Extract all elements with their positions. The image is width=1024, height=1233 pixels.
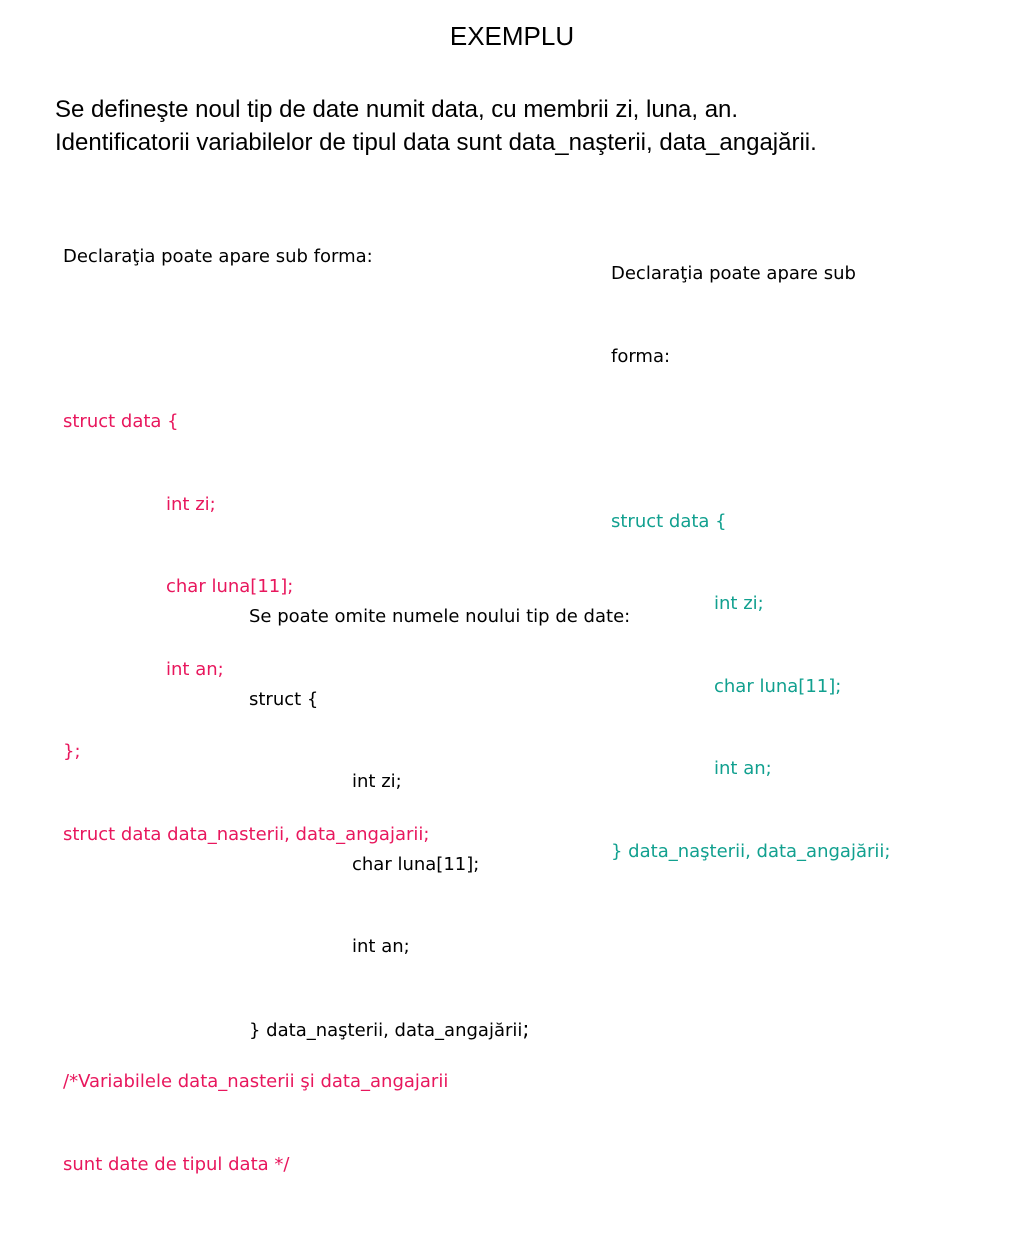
slide: EXEMPLU Se defineşte noul tip de date nu… [55, 21, 1015, 1175]
right-code-line: int zi; [611, 590, 890, 618]
right-code-line: char luna[11]; [611, 673, 890, 701]
bottom-code-line: } data_naşterii, data_angajării; [249, 1016, 630, 1044]
intro-line-2: Identificatorii variabilelor de tipul da… [55, 129, 817, 156]
intro-paragraph: Se defineşte noul tip de date numit data… [55, 93, 1015, 159]
bottom-code-line: int an; [249, 933, 630, 961]
intro-line-1: Se defineşte noul tip de date numit data… [55, 96, 739, 123]
bottom-code-line: int zi; [249, 768, 630, 796]
left-code-text: char luna[11]; [166, 576, 294, 597]
right-code-text: char luna[11]; [714, 675, 842, 697]
right-declaration-block: Declaraţia poate apare sub forma: struct… [611, 205, 890, 920]
blank-line [63, 326, 448, 354]
bottom-anonymous-struct-block: Se poate omite numele noului tip de date… [249, 548, 630, 1098]
blank-line [611, 425, 890, 453]
bottom-heading: Se poate omite numele noului tip de date… [249, 606, 631, 627]
left-code-line: int zi; [63, 491, 448, 519]
left-code-text: int an; [166, 658, 224, 680]
bottom-code-text: } data_naşterii, data_angajării [249, 1019, 523, 1041]
bottom-code-line: char luna[11]; [249, 851, 630, 879]
bottom-code-text: int an; [352, 936, 410, 957]
left-heading: Declaraţia poate apare sub forma: [63, 246, 373, 267]
right-heading-line: forma: [611, 345, 671, 367]
left-code-text: int zi; [166, 493, 216, 515]
right-code-line: struct data { [611, 510, 727, 532]
left-code-line: int an; [63, 656, 448, 684]
right-code-line: } data_naşterii, data_angajării; [611, 840, 891, 862]
left-code-line: }; [63, 741, 81, 762]
right-code-text: int an; [714, 758, 772, 779]
bottom-code-text: int zi; [352, 771, 402, 792]
right-code-text: int zi; [714, 593, 764, 614]
slide-title: EXEMPLU [449, 21, 575, 51]
right-code-line: int an; [611, 755, 890, 783]
bottom-code-text: char luna[11]; [352, 853, 480, 875]
right-heading-line: Declaraţia poate apare sub [611, 263, 856, 284]
left-code-line: char luna[11]; [63, 573, 448, 601]
left-comment-line: sunt date de tipul data */ [63, 1153, 290, 1175]
bottom-code-semicolon: ; [522, 1016, 530, 1041]
left-code-line: struct data { [63, 411, 179, 432]
bottom-code-line: struct { [249, 688, 319, 710]
